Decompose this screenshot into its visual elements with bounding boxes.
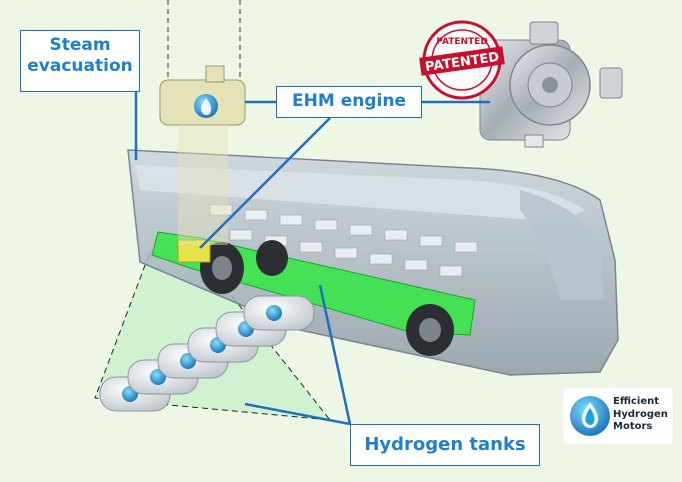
logo-line1: Efficient (613, 396, 660, 407)
steam-evacuation-line1: Steam (49, 35, 111, 55)
stamp-top-text: PATENTED (436, 37, 488, 47)
ehm-to-bus-connector (199, 117, 331, 249)
logo-text: Efficient Hydrogen Motors (613, 396, 671, 434)
bus-illustration (127, 149, 619, 376)
logo-drop-icon (570, 396, 610, 436)
hydrogen-tanks (99, 295, 315, 412)
steam-evacuation-line2: evacuation (27, 56, 133, 77)
water-drop-icon (194, 94, 218, 118)
ehm-engine-image (479, 21, 623, 148)
chimney-guides (167, 0, 241, 78)
tanks-to-cylinders-connector (244, 402, 351, 426)
ehm-engine-label: EHM engine (276, 86, 422, 118)
patented-stamp: PATENTED PATENTED (419, 20, 505, 100)
hydrogen-tanks-label: Hydrogen tanks (350, 424, 540, 466)
steam-evacuation-label: Steam evacuation (20, 30, 140, 92)
logo-line3: Motors (613, 421, 653, 432)
bus-wheels (200, 240, 454, 356)
logo-line2: Hydrogen (613, 408, 668, 420)
connector-lines (134, 92, 490, 426)
efficient-hydrogen-motors-logo: Efficient Hydrogen Motors (563, 388, 673, 444)
tanks-to-zone-connector (318, 284, 352, 425)
